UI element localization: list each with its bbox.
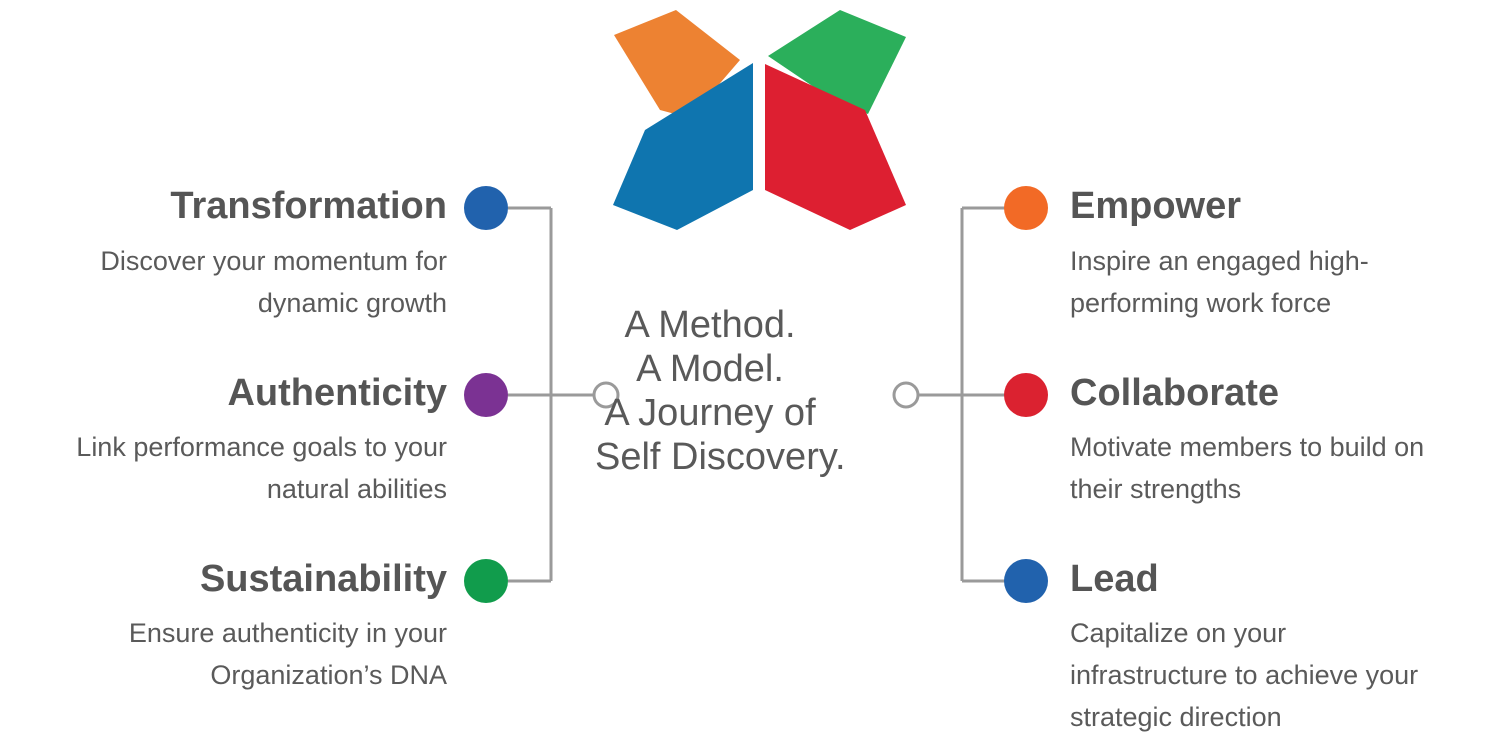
sustainability-dot xyxy=(464,559,508,603)
logo-blue-petal xyxy=(613,63,753,230)
sustainability-description-line: Organization’s DNA xyxy=(210,660,447,690)
collaborate-description: Motivate members to build on their stren… xyxy=(1070,426,1424,510)
empower-description-line: performing work force xyxy=(1070,288,1332,318)
empower-dot xyxy=(1004,186,1048,230)
empower-title: Empower xyxy=(1070,185,1242,227)
lead-description: Capitalize on your infrastructure to ach… xyxy=(1070,612,1418,738)
tagline-line: Self Discovery. xyxy=(595,436,846,478)
tagline-line: A Model. xyxy=(636,348,784,390)
left-hub-node xyxy=(592,381,620,409)
tagline-line: A Journey of xyxy=(604,392,816,434)
authenticity-dot xyxy=(464,373,508,417)
lead-title: Lead xyxy=(1070,558,1159,600)
right-hub-node xyxy=(892,381,920,409)
authenticity-description: Link performance goals to your natural a… xyxy=(76,426,447,510)
logo-mark xyxy=(613,10,906,230)
transformation-description-line: Discover your momentum for xyxy=(100,246,447,276)
transformation-title: Transformation xyxy=(170,185,447,227)
transformation-description: Discover your momentum for dynamic growt… xyxy=(100,240,447,324)
logo-red-petal xyxy=(765,64,906,230)
sustainability-description: Ensure authenticity in your Organization… xyxy=(129,612,447,696)
logo-green-petal xyxy=(768,10,906,114)
authenticity-description-line: Link performance goals to your xyxy=(76,432,447,462)
collaborate-dot xyxy=(1004,373,1048,417)
transformation-description-line: dynamic growth xyxy=(257,288,447,318)
left-connector xyxy=(508,206,620,583)
lead-description-line: strategic direction xyxy=(1070,702,1282,732)
authenticity-title: Authenticity xyxy=(227,372,447,414)
right-connector xyxy=(892,206,1005,583)
tagline-line: A Method. xyxy=(624,304,796,346)
collaborate-title: Collaborate xyxy=(1070,372,1280,414)
transformation-dot xyxy=(464,186,508,230)
empower-description-line: Inspire an engaged high- xyxy=(1070,246,1369,276)
lead-description-line: infrastructure to achieve your xyxy=(1070,660,1419,690)
lead-dot xyxy=(1004,559,1048,603)
empower-description: Inspire an engaged high- performing work… xyxy=(1070,240,1369,324)
sustainability-title: Sustainability xyxy=(199,558,447,600)
collaborate-description-line: Motivate members to build on xyxy=(1070,432,1425,462)
collaborate-description-line: their strengths xyxy=(1070,474,1242,504)
sustainability-description-line: Ensure authenticity in your xyxy=(128,618,447,648)
lead-description-line: Capitalize on your xyxy=(1070,618,1287,648)
authenticity-description-line: natural abilities xyxy=(266,474,447,504)
center-tagline: A Method. A Model. A Journey of Self Dis… xyxy=(595,303,846,479)
